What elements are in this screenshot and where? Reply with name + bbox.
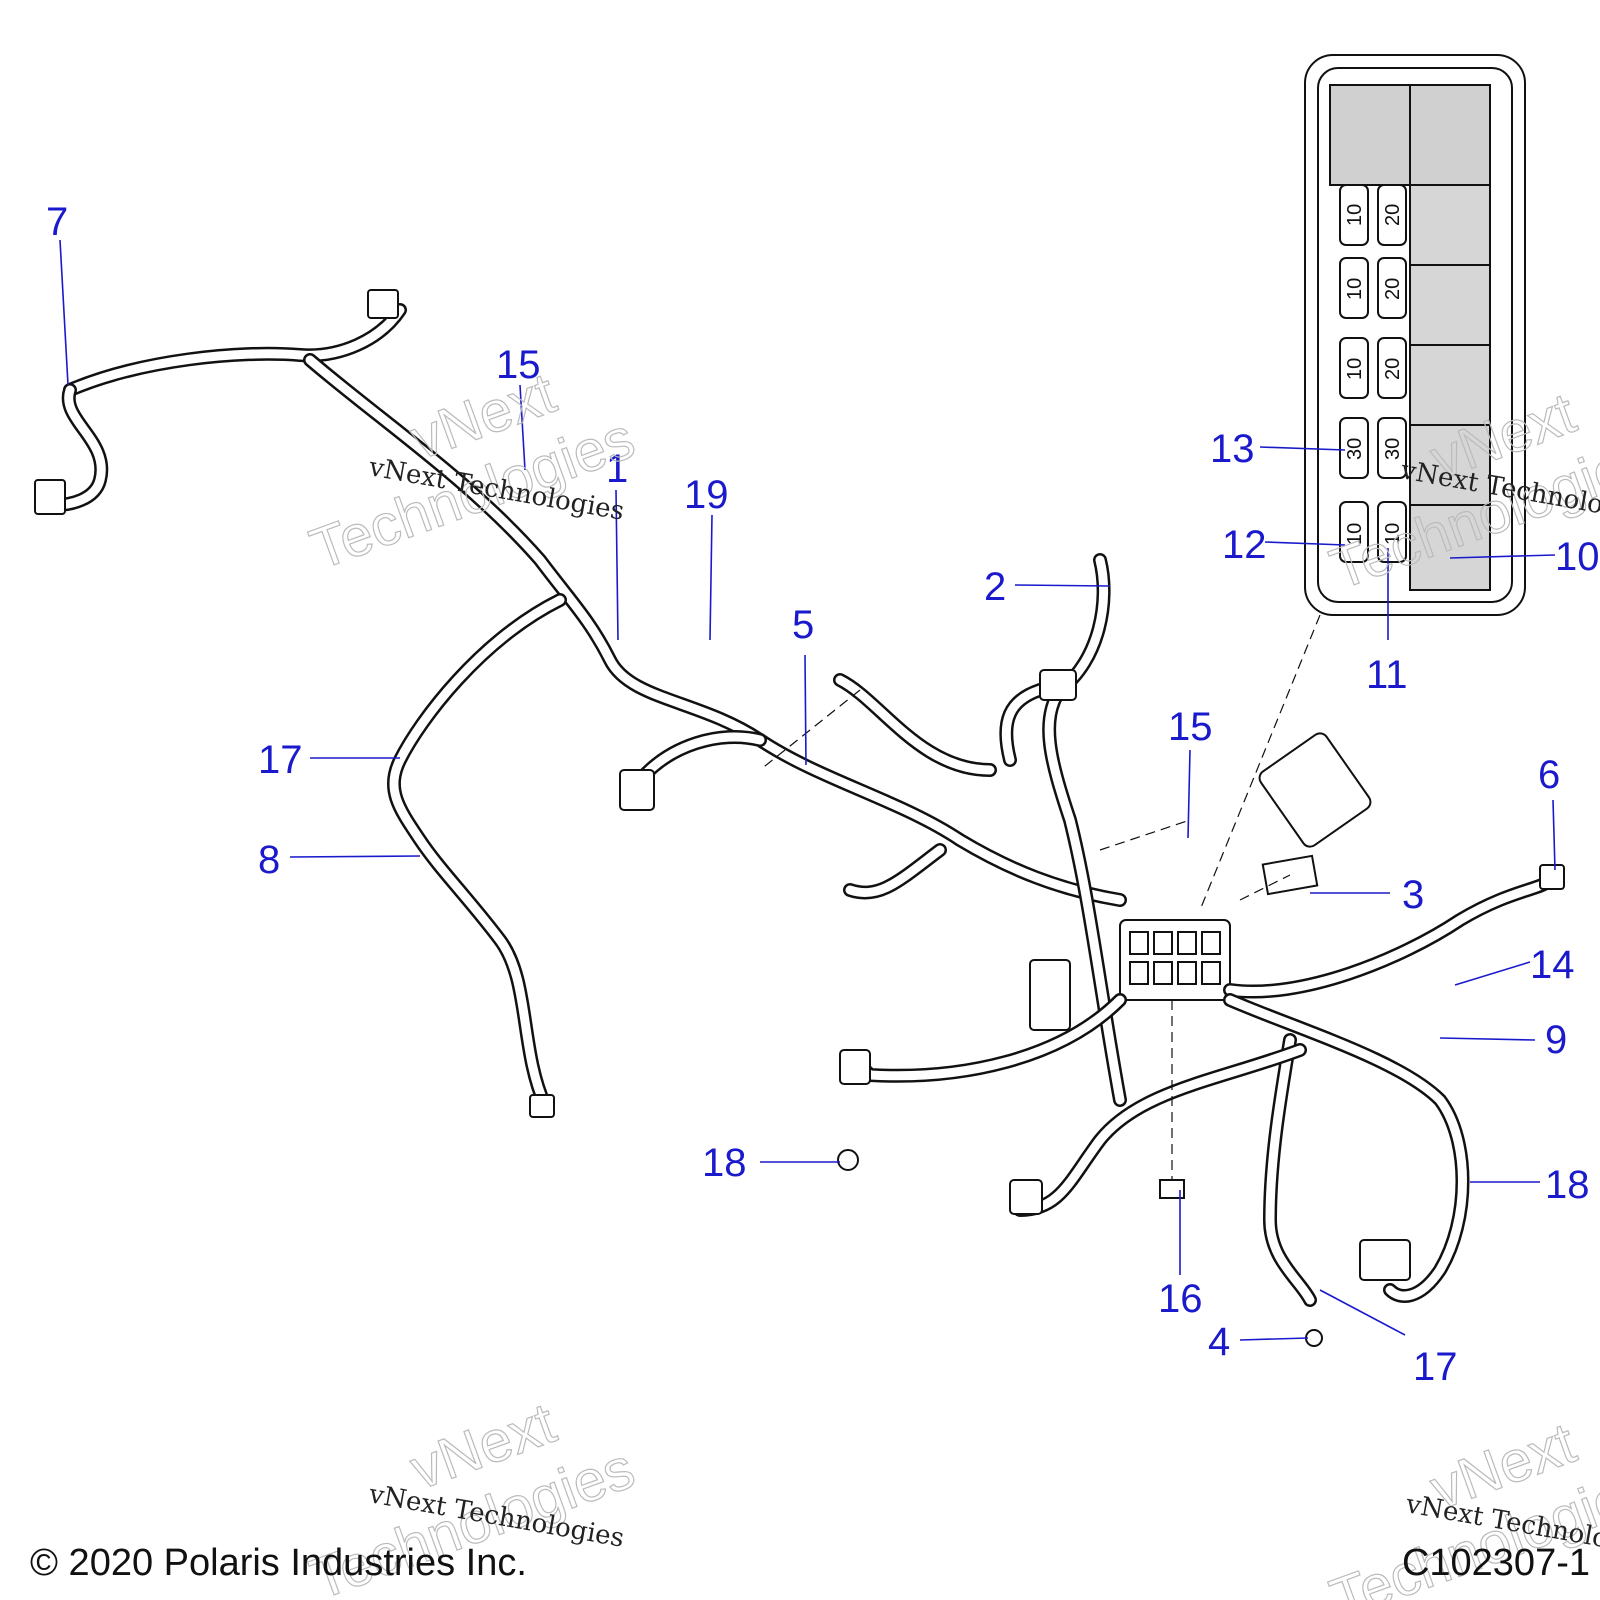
callout-1: 1: [606, 447, 628, 491]
fuse-rating: 10: [1344, 358, 1366, 380]
connector-lower-left: [529, 1094, 555, 1118]
harness-fuse-block-cells: [1129, 931, 1221, 985]
figure-id: C102307-1: [1402, 1542, 1590, 1584]
copyright-notice: © 2020 Polaris Industries Inc.: [30, 1542, 527, 1584]
fuse-slots: [1339, 184, 1407, 563]
fuse-rating: 10: [1344, 523, 1366, 545]
callout-17: 17: [1413, 1345, 1458, 1389]
fuse-rating: 10: [1344, 278, 1366, 300]
fuse-rating: 30: [1382, 438, 1404, 460]
connector-center-left: [619, 769, 655, 811]
connector-top: [367, 289, 399, 319]
callout-18: 18: [702, 1141, 747, 1185]
cap-4: [1305, 1329, 1323, 1347]
callout-19: 19: [684, 473, 729, 517]
callout-5: 5: [792, 603, 814, 647]
callout-6: 6: [1538, 753, 1560, 797]
grommet-18: [837, 1149, 859, 1171]
callout-12: 12: [1222, 523, 1267, 567]
callout-7: 7: [46, 200, 68, 244]
fuse-box-cover: [1258, 732, 1372, 848]
callout-13: 13: [1210, 427, 1255, 471]
callout-10: 10: [1555, 535, 1600, 579]
harness-drawing: [34, 289, 1565, 1347]
callout-9: 9: [1545, 1018, 1567, 1062]
footer: © 2020 Polaris Industries Inc. C102307-1: [30, 1542, 1590, 1584]
connector-center-mid: [839, 1049, 871, 1085]
connector-lower-center: [1009, 1179, 1043, 1215]
callout-15: 15: [496, 343, 541, 387]
connector-upper-center: [1039, 669, 1077, 701]
fuse-ratings: 10 20 10 20 10 20 30 30 10 10: [1344, 204, 1404, 545]
leader-lines: [59, 239, 1556, 1341]
relay-left: [1029, 959, 1071, 1031]
callout-15: 15: [1168, 705, 1213, 749]
fuse-rating: 20: [1382, 278, 1404, 300]
connector-lower-right: [1359, 1239, 1411, 1281]
callout-14: 14: [1530, 943, 1575, 987]
callout-18: 18: [1545, 1163, 1590, 1207]
fuse-box-inset: 10 20 10 20 10 20 30 30 10 10: [1304, 54, 1526, 616]
fuse-rating: 10: [1382, 523, 1404, 545]
callout-2: 2: [984, 565, 1006, 609]
connector-left: [34, 479, 66, 515]
callout-17: 17: [258, 738, 303, 782]
callout-16: 16: [1158, 1277, 1203, 1321]
callout-8: 8: [258, 838, 280, 882]
callouts: 7 15 1 19 5 2 13 12 10 11 15 6 17 8 3 14…: [46, 200, 1600, 1389]
callout-3: 3: [1402, 873, 1424, 917]
callout-4: 4: [1208, 1320, 1230, 1364]
fuse-rating: 30: [1344, 438, 1366, 460]
fuse-rating: 20: [1382, 204, 1404, 226]
watermarks: vNext Technologies vNext Technologies vN…: [302, 360, 1600, 1600]
fuse-rating: 10: [1344, 204, 1366, 226]
callout-11: 11: [1366, 653, 1408, 697]
connector-far-right: [1539, 864, 1565, 890]
fuse-rating: 20: [1382, 358, 1404, 380]
